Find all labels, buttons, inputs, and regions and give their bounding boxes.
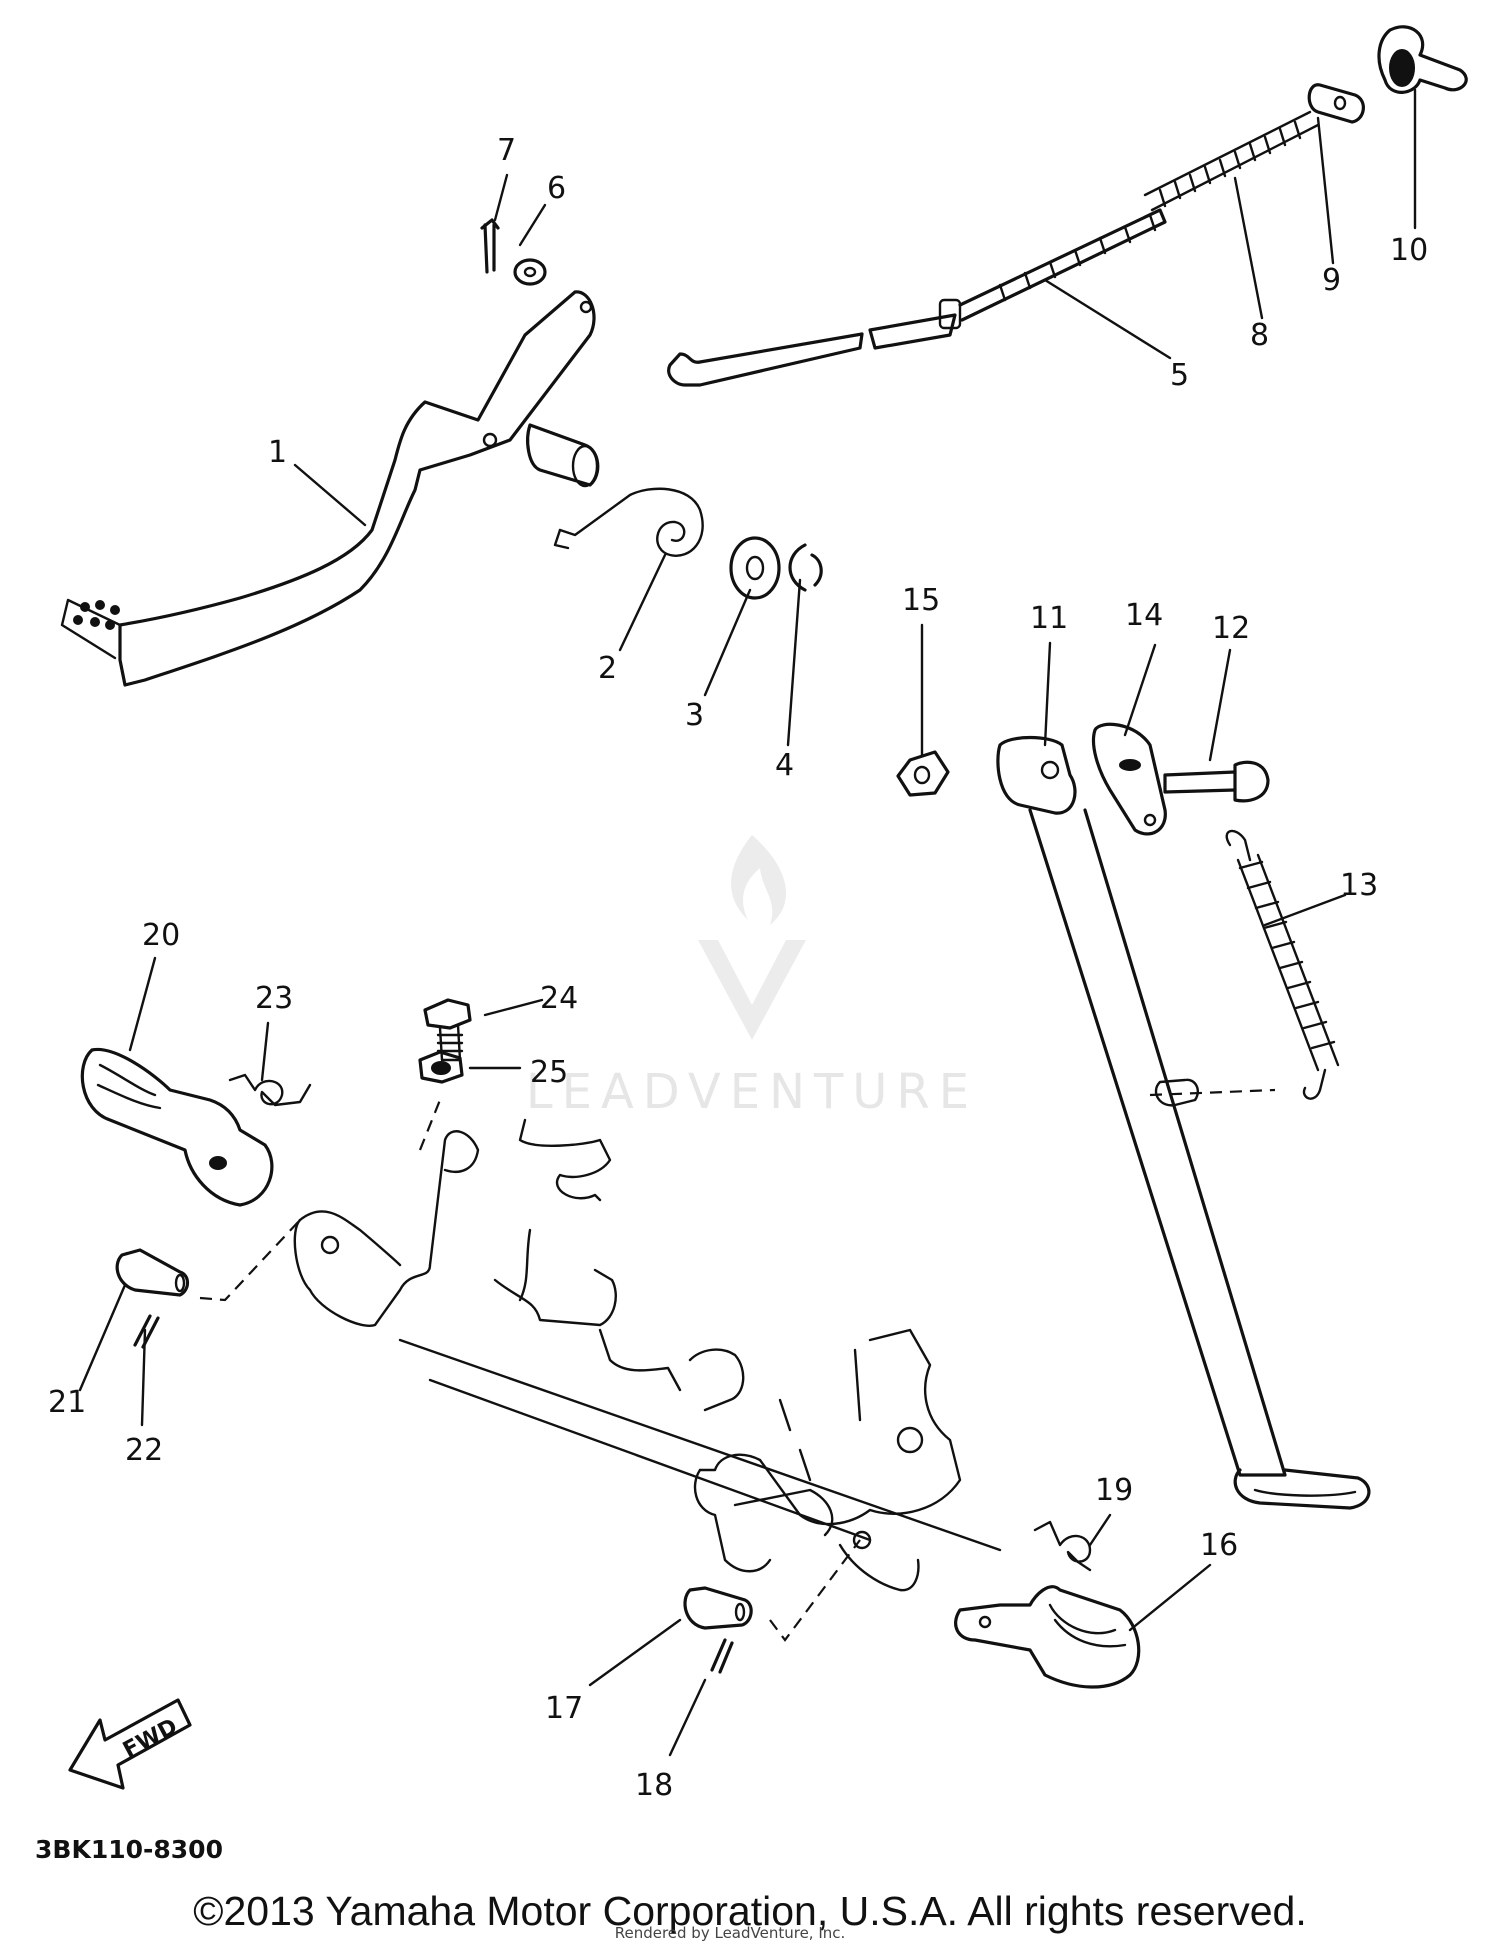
callout-4: 4: [775, 748, 794, 783]
part-8-spring: [1143, 110, 1320, 212]
part-14-bracket: [1091, 722, 1167, 836]
part-18-cotter-pin: [710, 1638, 734, 1674]
part-17-pin: [683, 1586, 753, 1630]
watermark-text: LEADVENTURE: [526, 1064, 978, 1120]
part-19-spring: [1033, 1520, 1092, 1572]
callout-19: 19: [1095, 1473, 1133, 1508]
callout-11: 11: [1030, 601, 1068, 636]
part-23-spring: [228, 1073, 312, 1107]
callout-21: 21: [48, 1385, 86, 1420]
callout-13: 13: [1340, 868, 1378, 903]
part-15-nut: [896, 750, 950, 797]
callout-22: 22: [125, 1433, 163, 1468]
callout-2: 2: [598, 651, 617, 686]
callout-15: 15: [902, 583, 940, 618]
part-2-spring: [553, 487, 704, 557]
leader-lines: [78, 88, 1417, 1757]
fwd-arrow-icon: FWD: [68, 1698, 192, 1790]
callout-1: 1: [268, 435, 287, 470]
callout-10: 10: [1390, 233, 1428, 268]
callout-18: 18: [635, 1768, 673, 1803]
part-25-nut: [418, 1050, 464, 1084]
part-22-cotter-pin: [133, 1314, 160, 1349]
part-5-rod: [667, 208, 1167, 387]
part-13-stand-spring: [1225, 829, 1340, 1100]
callouts: 1 2 3 4 5 6 7 8 9 10 11 12 13 14 15 16 1…: [48, 133, 1428, 1803]
part-12-bolt: [1163, 760, 1270, 803]
callout-24: 24: [540, 981, 578, 1016]
copyright-text: ©2013 Yamaha Motor Corporation, U.S.A. A…: [193, 1888, 1306, 1934]
callout-5: 5: [1170, 358, 1189, 393]
part-1-pedal: [60, 290, 600, 687]
part-20-footrest-left: [80, 1047, 274, 1207]
callout-12: 12: [1212, 611, 1250, 646]
part-16-footrest-right: [954, 1585, 1141, 1689]
callout-6: 6: [547, 171, 566, 206]
part-6-washer: [513, 258, 547, 286]
watermark: LEADVENTURE: [526, 835, 978, 1120]
diagram-code: 3BK110-8300: [35, 1835, 223, 1864]
callout-16: 16: [1200, 1528, 1238, 1563]
callout-8: 8: [1250, 318, 1269, 353]
part-24-bolt: [423, 998, 472, 1062]
part-11-side-stand: [996, 735, 1371, 1510]
callout-25: 25: [530, 1055, 568, 1090]
part-4-circlip: [788, 543, 823, 592]
callout-3: 3: [685, 698, 704, 733]
part-3-washer: [729, 536, 781, 600]
rendered-by-text: Rendered by LeadVenture, Inc.: [615, 1924, 846, 1942]
callout-9: 9: [1322, 263, 1341, 298]
callout-17: 17: [545, 1691, 583, 1726]
callout-23: 23: [255, 981, 293, 1016]
part-21-pin: [115, 1248, 190, 1297]
callout-7: 7: [497, 133, 516, 168]
part-10-wing-nut: [1377, 25, 1468, 94]
callout-20: 20: [142, 918, 180, 953]
part-7-cotter-pin: [480, 218, 500, 274]
fwd-label: FWD: [119, 1714, 182, 1763]
watermark-flame-icon: [698, 835, 806, 1040]
frame-outline: [199, 1078, 1276, 1642]
part-9-collar: [1307, 83, 1365, 124]
callout-14: 14: [1125, 598, 1163, 633]
